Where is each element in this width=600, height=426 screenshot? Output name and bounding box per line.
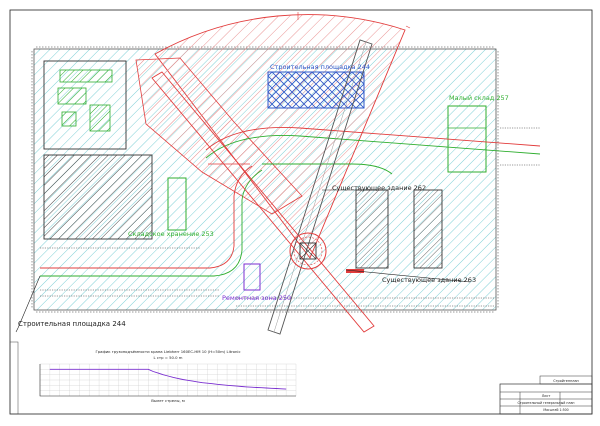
existing-building-263 bbox=[413, 189, 443, 269]
chart-grid bbox=[39, 363, 297, 397]
stamp-header: Стройгенплан bbox=[553, 379, 579, 383]
label-shop-253: Складское хранение 253 bbox=[128, 230, 214, 238]
chart-series-line bbox=[49, 368, 287, 390]
left-margin-stamp bbox=[9, 341, 19, 415]
stamp-row4: Масштаб 1:500 bbox=[543, 408, 568, 412]
title-block: Стройгенплан Лист Строительный генеральн… bbox=[499, 375, 593, 415]
stamp-row2: Лист bbox=[542, 394, 551, 398]
tower-crane bbox=[289, 232, 327, 270]
repair-zone bbox=[243, 263, 261, 291]
label-existing-263: Существующее здание 263 bbox=[382, 276, 476, 284]
existing-block bbox=[43, 154, 153, 240]
chart-xlabel: Вылет стрелы, м bbox=[151, 398, 185, 403]
building-cluster bbox=[43, 60, 127, 150]
crane-danger-zone bbox=[135, 57, 303, 215]
chart-axis-lines bbox=[39, 364, 296, 397]
label-site-244-top: Строительная площадка 244 bbox=[270, 63, 370, 71]
sheet-frame bbox=[9, 9, 593, 415]
label-site-244: Строительная площадка 244 bbox=[18, 320, 126, 328]
chart-subtitle: L стр = 50.0 m bbox=[154, 355, 183, 360]
load-chart: График грузоподъёмности крана Liebherr 1… bbox=[39, 349, 297, 403]
label-existing-262: Существующее здание 262 bbox=[332, 184, 426, 192]
building-244 bbox=[267, 71, 365, 109]
label-yard-257: Малый склад 257 bbox=[449, 94, 509, 102]
label-repair-250: Ремонтная зона 250 bbox=[222, 294, 291, 302]
existing-building-262 bbox=[355, 189, 389, 269]
site-roads bbox=[40, 127, 541, 277]
stamp-row3: Строительный генеральный план bbox=[518, 401, 575, 405]
chart-axes bbox=[39, 364, 296, 397]
chart-title: График грузоподъёмности крана Liebherr 1… bbox=[95, 349, 240, 354]
